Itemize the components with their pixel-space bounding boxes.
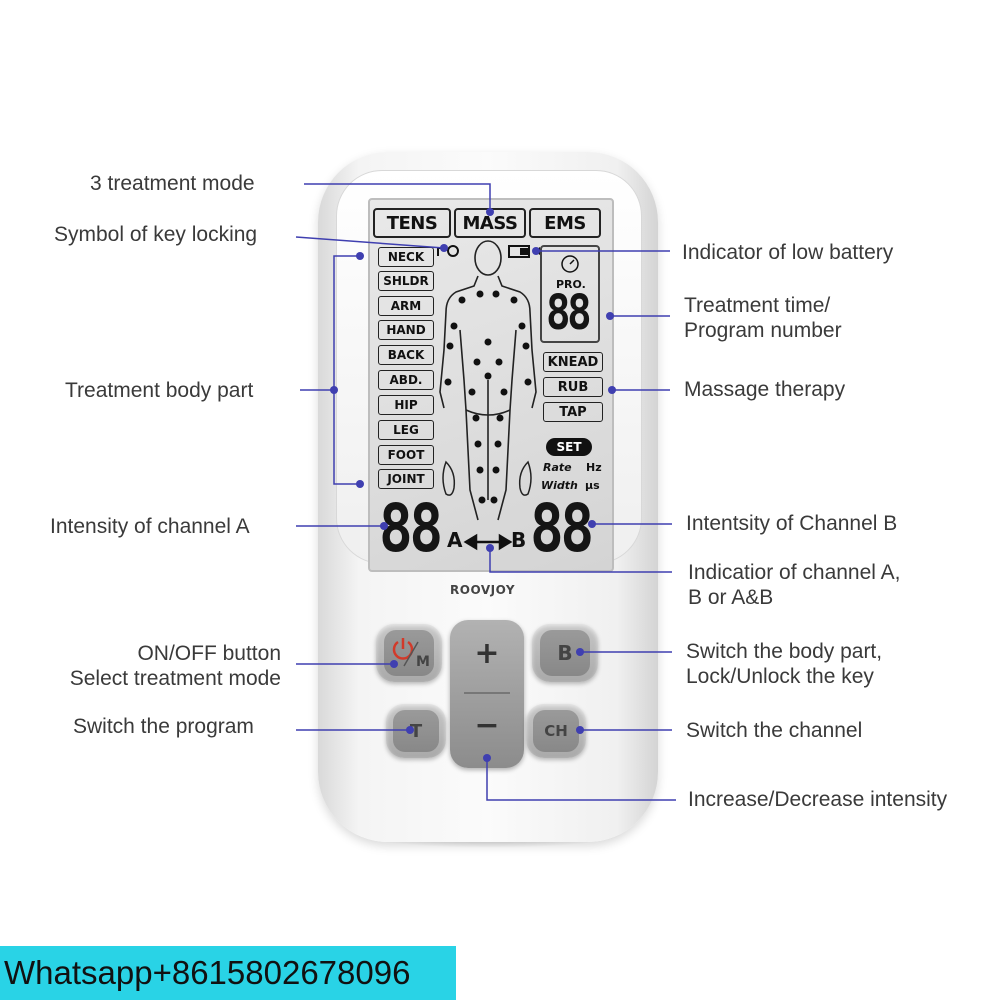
label-indicator-line2: B or A&B [688, 586, 774, 609]
line-bodypart-bracket [333, 255, 360, 485]
brand-logo-text: ROOVJOY [450, 583, 516, 597]
line-mode [304, 183, 491, 212]
program-button-face[interactable]: T [393, 710, 439, 752]
part-neck: NECK [378, 247, 434, 267]
label-body-part: Treatment body part [65, 379, 254, 402]
line-lock [295, 236, 445, 249]
intensity-rocker-button[interactable]: + − [450, 620, 524, 768]
channel-b-letter: B [511, 528, 527, 552]
power-mode-button-face[interactable]: M [384, 630, 434, 676]
program-digits: 88 [546, 285, 592, 341]
pro-label: PRO. [556, 278, 586, 291]
part-abd: ABD. [378, 370, 434, 390]
part-arm: ARM [378, 296, 434, 316]
label-switch-body: Switch the body part, Lock/Unlock the ke… [686, 639, 882, 689]
power-icon [392, 638, 419, 667]
channel-a-digits: 88 [379, 490, 443, 567]
channel-button[interactable]: CH [526, 704, 586, 758]
minus-button[interactable]: − [474, 708, 500, 743]
acupoint-dots [444, 290, 532, 504]
label-switch-body-line2: Lock/Unlock the key [686, 665, 874, 688]
label-time-line1: Treatment time/ [684, 294, 831, 317]
label-onoff-line1: ON/OFF button [137, 642, 281, 665]
label-incdec: Increase/Decrease intensity [688, 788, 948, 811]
line-indicator [489, 548, 672, 573]
set-badge: SET [546, 438, 592, 456]
label-mode: 3 treatment mode [90, 172, 255, 195]
label-massage: Massage therapy [684, 378, 846, 401]
mode-tens: TENS [373, 208, 451, 238]
massage-knead: KNEAD [543, 352, 603, 372]
timer-frame [540, 245, 600, 343]
plus-button[interactable]: + [474, 636, 500, 671]
human-body-icon [439, 240, 537, 521]
mode-letter: M [416, 654, 430, 670]
label-indicator: Indicatior of channel A, B or A&B [688, 560, 900, 610]
whatsapp-banner: Whatsapp+8615802678096 [0, 946, 456, 1000]
label-onoff-line2: Select treatment mode [69, 667, 281, 690]
part-shldr: SHLDR [378, 271, 434, 291]
rocker-divider [464, 692, 510, 694]
clock-icon [561, 255, 579, 273]
label-switch-body-line1: Switch the body part, [686, 640, 883, 663]
part-back: BACK [378, 345, 434, 365]
part-hand: HAND [378, 320, 434, 340]
mode-ems: EMS [529, 208, 601, 238]
us-label: µs [585, 479, 600, 492]
line-incdec [486, 758, 676, 801]
label-onoff: ON/OFF button Select treatment mode [30, 641, 281, 691]
label-switch-channel: Switch the channel [686, 719, 863, 742]
hz-label: Hz [586, 461, 602, 474]
part-joint: JOINT [378, 469, 434, 489]
channel-a-letter: A [447, 528, 463, 552]
channel-button-face[interactable]: CH [533, 710, 579, 752]
part-hip: HIP [378, 395, 434, 415]
part-foot: FOOT [378, 445, 434, 465]
label-intensity-b: Intentsity of Channel B [686, 512, 898, 535]
massage-tap: TAP [543, 402, 603, 422]
label-battery: Indicator of low battery [682, 241, 894, 264]
width-label: Width [541, 479, 578, 492]
foot-icons [442, 460, 532, 496]
label-program: Switch the program [73, 715, 254, 738]
channel-arrow-icon [463, 533, 513, 551]
label-lock: Symbol of key locking [54, 223, 258, 246]
part-leg: LEG [378, 420, 434, 440]
program-button[interactable]: T [386, 704, 446, 758]
label-time-line2: Program number [684, 319, 842, 342]
rate-label: Rate [543, 461, 572, 474]
channel-b-digits: 88 [530, 490, 594, 567]
label-intensity-a: Intensity of channel A [50, 515, 250, 538]
power-mode-button[interactable]: M [376, 624, 442, 682]
label-indicator-line1: Indicatior of channel A, [688, 561, 901, 584]
massage-rub: RUB [543, 377, 603, 397]
label-time: Treatment time/ Program number [684, 293, 842, 343]
